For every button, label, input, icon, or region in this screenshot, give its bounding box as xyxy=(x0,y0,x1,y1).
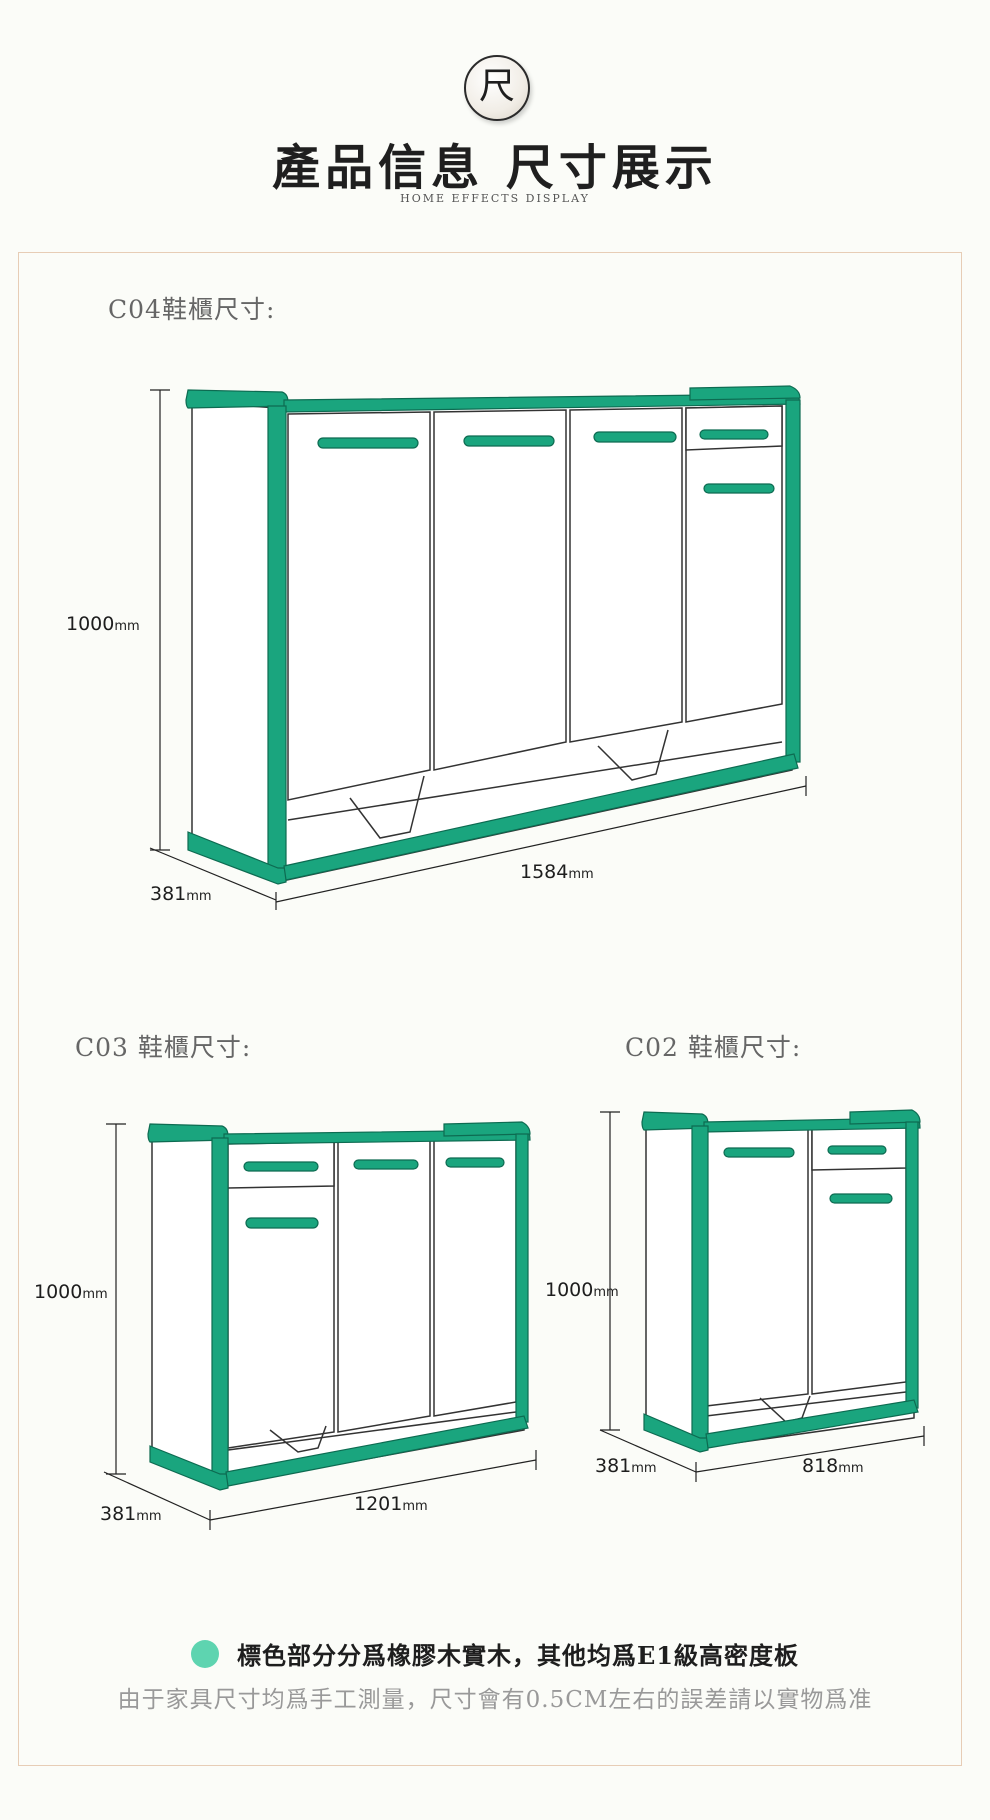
c04-door-4 xyxy=(685,405,783,723)
seal-logo: 尺 xyxy=(464,55,530,121)
c02-top-right-rail xyxy=(849,1109,921,1125)
c02-width-label: 818mm xyxy=(802,1455,864,1477)
c03-shelf-line xyxy=(227,1411,517,1451)
c03-front-right-post xyxy=(515,1133,529,1423)
c04-width-label: 1584mm xyxy=(520,861,594,883)
c04-side-panel xyxy=(191,401,279,884)
c03-bottom-side-rail xyxy=(149,1445,229,1491)
c04-handle-3 xyxy=(593,431,677,443)
c04-handle-4 xyxy=(699,429,769,440)
c04-top-right-rail xyxy=(689,385,801,401)
c03-handle-2 xyxy=(245,1217,319,1229)
c03-handle-4 xyxy=(445,1157,505,1168)
seal-char: 尺 xyxy=(478,66,515,107)
c02-depth-label: 381mm xyxy=(595,1455,657,1477)
c04-height-label: 1000mm xyxy=(66,613,140,635)
c03-handle-3 xyxy=(353,1159,419,1170)
c02-handle-2 xyxy=(827,1145,887,1155)
c03-depth-label: 381mm xyxy=(100,1503,162,1525)
c03-door-3 xyxy=(433,1137,517,1417)
c02-depth-dim-line xyxy=(599,1429,697,1473)
c02-front-left-post xyxy=(691,1125,709,1451)
c04-cabinet-diagram: 1000mm 381mm 1584mm xyxy=(66,385,807,910)
c04-depth-dim-line xyxy=(149,847,277,901)
c03-height-label: 1000mm xyxy=(34,1281,108,1303)
c03-shoe-bracket-1 xyxy=(269,1425,327,1453)
c03-width-label: 1201mm xyxy=(354,1493,428,1515)
c04-door-1 xyxy=(287,411,431,801)
c03-door-2 xyxy=(337,1139,431,1433)
c04-bottom-front-rail xyxy=(283,753,799,881)
legend-text: 標色部分分爲橡膠木實木，其他均爲E1級高密度板 xyxy=(237,1641,799,1670)
c04-door-2 xyxy=(433,409,567,771)
c04-drawer xyxy=(685,405,783,451)
c03-top-right-rail xyxy=(443,1121,531,1137)
c02-bottom-front-rail xyxy=(705,1399,919,1449)
c04-width-dim-line xyxy=(275,785,807,903)
c02-shelf-line xyxy=(705,1391,907,1417)
page-header: 尺 產品信息 尺寸展示 HOME EFFECTS DISPLAY xyxy=(0,0,990,230)
c03-side-panel xyxy=(151,1133,221,1488)
c04-handle-2 xyxy=(463,435,555,447)
c03-width-dim-line xyxy=(209,1459,537,1521)
c02-front-right-post xyxy=(905,1121,919,1409)
c02-handle-1 xyxy=(723,1147,795,1158)
c04-front-right-post xyxy=(785,399,801,763)
c04-handle-5 xyxy=(703,483,775,494)
c04-bottom-side-rail xyxy=(187,831,287,885)
page-subtitle: HOME EFFECTS DISPLAY xyxy=(400,192,590,205)
c02-cabinet-diagram: 1000mm 381mm 818mm xyxy=(545,1109,925,1482)
c04-shoe-bracket-1 xyxy=(349,775,425,839)
c04-depth-label: 381mm xyxy=(150,883,212,905)
green-dot-icon xyxy=(191,1639,219,1668)
measurement-note: 由于家具尺寸均爲手工測量，尺寸會有0.5CM左右的誤差請以實物爲准 xyxy=(117,1687,873,1713)
c03-handle-1 xyxy=(243,1161,319,1172)
c04-handle-1 xyxy=(317,437,419,449)
c02-door-1 xyxy=(705,1127,809,1407)
c02-bottom-side-rail xyxy=(643,1413,709,1453)
c03-cabinet-diagram: 1000mm 381mm 1201mm xyxy=(34,1121,537,1530)
c02-width-dim-line xyxy=(695,1435,925,1473)
c04-section-label: C04鞋櫃尺寸: xyxy=(108,295,276,324)
c04-shoe-bracket-2 xyxy=(597,729,669,781)
c04-shelf-line xyxy=(287,741,783,821)
c04-front-left-post xyxy=(267,405,287,883)
page-title: 產品信息 尺寸展示 xyxy=(272,140,718,196)
c02-section-label: C02 鞋櫃尺寸: xyxy=(625,1033,802,1062)
c02-height-label: 1000mm xyxy=(545,1279,619,1301)
c04-door-3 xyxy=(569,407,683,743)
c03-bottom-front-rail xyxy=(225,1415,529,1487)
material-legend: 標色部分分爲橡膠木實木，其他均爲E1級高密度板 xyxy=(0,1636,990,1671)
c02-handle-3 xyxy=(829,1193,893,1204)
c04-top-left-rail xyxy=(185,389,289,409)
c03-front-left-post xyxy=(211,1137,229,1489)
c03-depth-dim-line xyxy=(103,1471,211,1521)
c03-section-label: C03 鞋櫃尺寸: xyxy=(75,1033,252,1062)
